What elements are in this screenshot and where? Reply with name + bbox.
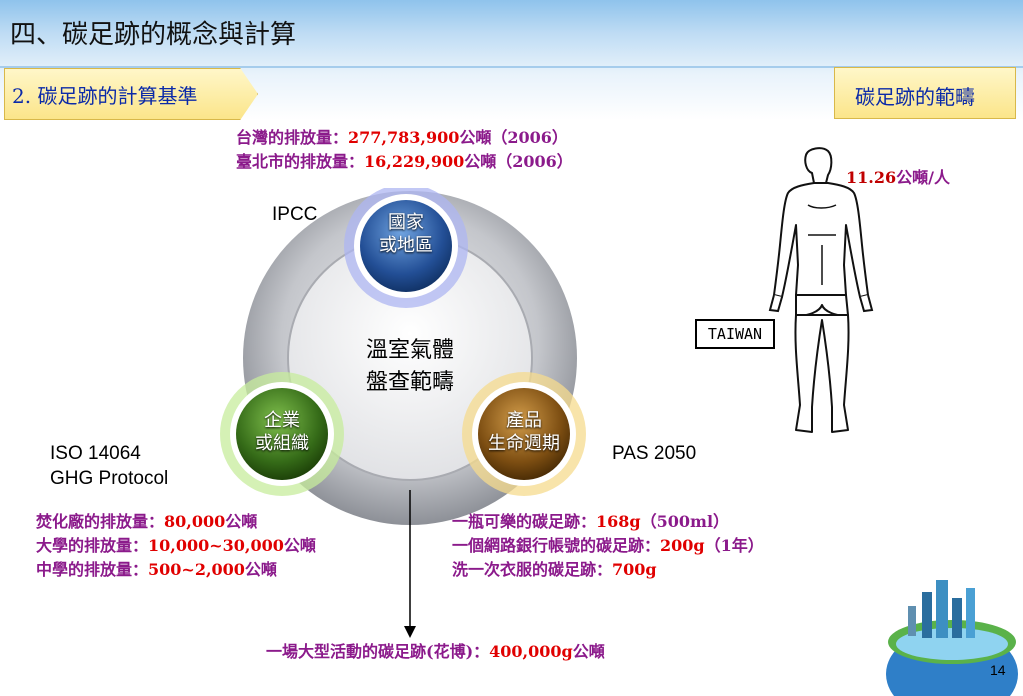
country-node-label: 國家 或地區 <box>351 211 461 257</box>
label-iso: ISO 14064 GHG Protocol <box>50 441 168 491</box>
center-label-line1: 溫室氣體 <box>365 338 454 363</box>
info-value: 16,229,900 <box>364 152 465 171</box>
section-tab: 2. 碳足跡的計算基準 <box>4 68 258 120</box>
header-divider <box>0 66 1023 68</box>
info-label: 一個網路銀行帳號的碳足跡： <box>452 536 661 555</box>
info-line-cola: 一瓶可樂的碳足跡：168g（500ml） <box>452 510 764 534</box>
info-unit: 公噸 <box>225 512 258 531</box>
product-node-label: 產品 生命週期 <box>469 409 579 455</box>
product-label-line1: 產品 <box>506 410 542 431</box>
info-value: 500~2,000 <box>148 560 245 579</box>
product-label-line2: 生命週期 <box>488 433 560 454</box>
info-label: 大學的排放量： <box>36 536 149 555</box>
scope-tab-label: 碳足跡的範疇 <box>855 85 975 109</box>
info-unit: 公噸（2006） <box>464 152 573 171</box>
center-label-line2: 盤查範疇 <box>365 370 454 395</box>
info-label: 一瓶可樂的碳足跡： <box>452 512 597 531</box>
per-capita-unit: 公噸/人 <box>896 168 950 187</box>
diagram-center-label: 溫室氣體 盤查範疇 <box>340 335 480 399</box>
info-unit: （1年） <box>704 536 764 555</box>
per-capita-number: 11.26 <box>846 168 897 187</box>
label-iso-14064: ISO 14064 <box>50 443 141 464</box>
country-node <box>360 200 452 292</box>
info-line-taiwan: 台灣的排放量：277,783,900公噸（2006） <box>236 126 573 150</box>
taiwan-tag: TAIWAN <box>695 319 775 349</box>
info-label: 中學的排放量： <box>36 560 149 579</box>
org-label-line2: 或組織 <box>255 433 309 454</box>
info-unit: 公噸 <box>244 560 277 579</box>
person-figure-icon <box>768 147 874 433</box>
per-capita-value: 11.26公噸/人 <box>846 164 950 188</box>
info-label: 洗一次衣服的碳足跡： <box>452 560 613 579</box>
info-value: 168g <box>596 512 641 531</box>
scope-tab: 碳足跡的範疇 <box>834 67 1016 119</box>
city-globe-icon <box>886 580 1018 696</box>
info-unit: 公噸（2006） <box>459 128 568 147</box>
label-ghg-protocol: GHG Protocol <box>50 468 169 489</box>
label-ipcc: IPCC <box>272 204 318 225</box>
left-info-block: 焚化廠的排放量：80,000公噸 大學的排放量：10,000~30,000公噸 … <box>36 510 316 582</box>
info-value: 277,783,900 <box>348 128 460 147</box>
org-node <box>236 388 328 480</box>
page-number: 14 <box>990 662 1006 678</box>
section-tab-arrow <box>4 68 258 120</box>
right-info-block: 一瓶可樂的碳足跡：168g（500ml） 一個網路銀行帳號的碳足跡：200g（1… <box>452 510 764 582</box>
info-line-ebank: 一個網路銀行帳號的碳足跡：200g（1年） <box>452 534 764 558</box>
info-value: 200g <box>660 536 705 555</box>
slide-title: 四、碳足跡的概念與計算 <box>10 20 297 50</box>
info-line-laundry: 洗一次衣服的碳足跡：700g <box>452 558 764 582</box>
scope-ring-diagram <box>220 188 586 525</box>
info-value: 80,000 <box>164 512 226 531</box>
info-label: 臺北市的排放量： <box>236 152 365 171</box>
info-value: 400,000g <box>489 642 573 661</box>
product-node <box>478 388 570 480</box>
info-unit: （500ml） <box>640 512 730 531</box>
info-label: 焚化廠的排放量： <box>36 512 165 531</box>
bottom-info: 一場大型活動的碳足跡(花博)：400,000g公噸 <box>266 640 605 664</box>
info-unit: 公噸 <box>283 536 316 555</box>
down-arrow-icon <box>404 490 416 638</box>
info-value: 10,000~30,000 <box>148 536 284 555</box>
top-info-block: 台灣的排放量：277,783,900公噸（2006） 臺北市的排放量：16,22… <box>236 126 573 174</box>
info-line-taipei: 臺北市的排放量：16,229,900公噸（2006） <box>236 150 573 174</box>
info-line-university: 大學的排放量：10,000~30,000公噸 <box>36 534 316 558</box>
info-unit: 公噸 <box>572 642 605 661</box>
info-value: 700g <box>612 560 657 579</box>
info-label: 一場大型活動的碳足跡(花博)： <box>266 642 490 661</box>
info-line-highschool: 中學的排放量：500~2,000公噸 <box>36 558 316 582</box>
org-node-label: 企業 或組織 <box>227 409 337 455</box>
country-label-line1: 國家 <box>388 212 424 233</box>
country-label-line2: 或地區 <box>379 235 433 256</box>
label-pas: PAS 2050 <box>612 443 697 464</box>
info-line-incinerator: 焚化廠的排放量：80,000公噸 <box>36 510 316 534</box>
section-tab-label: 2. 碳足跡的計算基準 <box>12 84 198 108</box>
org-label-line1: 企業 <box>264 410 300 431</box>
info-label: 台灣的排放量： <box>236 128 349 147</box>
